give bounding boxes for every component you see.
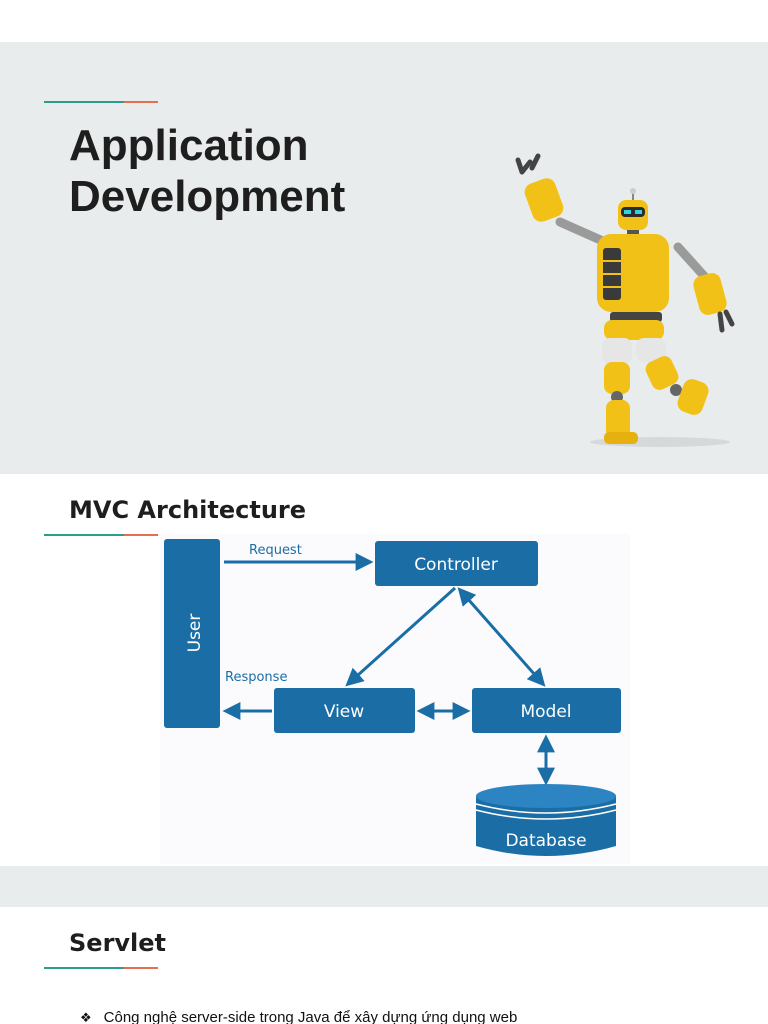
servlet-heading: Servlet — [69, 929, 167, 957]
request-label: Request — [249, 543, 302, 558]
mvc-diagram: User Request Controller Response View Mo… — [160, 534, 630, 864]
accent-line — [44, 967, 158, 969]
user-box — [164, 539, 220, 728]
bullet-text: Công nghệ server-side trong Java để xây … — [103, 1009, 518, 1024]
slide-gap — [0, 866, 768, 907]
database-label: Database — [505, 831, 586, 851]
accent-line — [44, 101, 158, 103]
accent-line — [44, 534, 158, 536]
controller-box — [375, 541, 538, 586]
response-label: Response — [225, 670, 287, 685]
user-label: User — [185, 614, 205, 653]
slide-title: Application Development — [69, 120, 449, 222]
model-label: Model — [520, 702, 571, 722]
robot-illustration — [515, 153, 735, 447]
diamond-bullet-icon: ❖ — [80, 1009, 92, 1024]
controller-view-arrow — [345, 586, 457, 687]
view-box — [274, 688, 415, 733]
database-cylinder — [475, 784, 617, 856]
model-box — [472, 688, 621, 733]
bullet-list: ❖ Công nghệ server-side trong Java để xâ… — [80, 1009, 517, 1024]
title-line-1: Application — [69, 121, 309, 170]
mvc-slide: MVC Architecture User Request Controller… — [0, 474, 768, 866]
controller-model-arrow — [457, 587, 546, 687]
mvc-heading: MVC Architecture — [69, 496, 307, 524]
servlet-slide: Servlet ❖ Công nghệ server-side trong Ja… — [0, 907, 768, 1024]
list-item: ❖ Công nghệ server-side trong Java để xâ… — [80, 1009, 517, 1024]
view-label: View — [324, 702, 364, 722]
title-line-2: Development — [69, 172, 346, 221]
controller-label: Controller — [414, 555, 498, 575]
title-slide: Application Development — [0, 42, 768, 474]
